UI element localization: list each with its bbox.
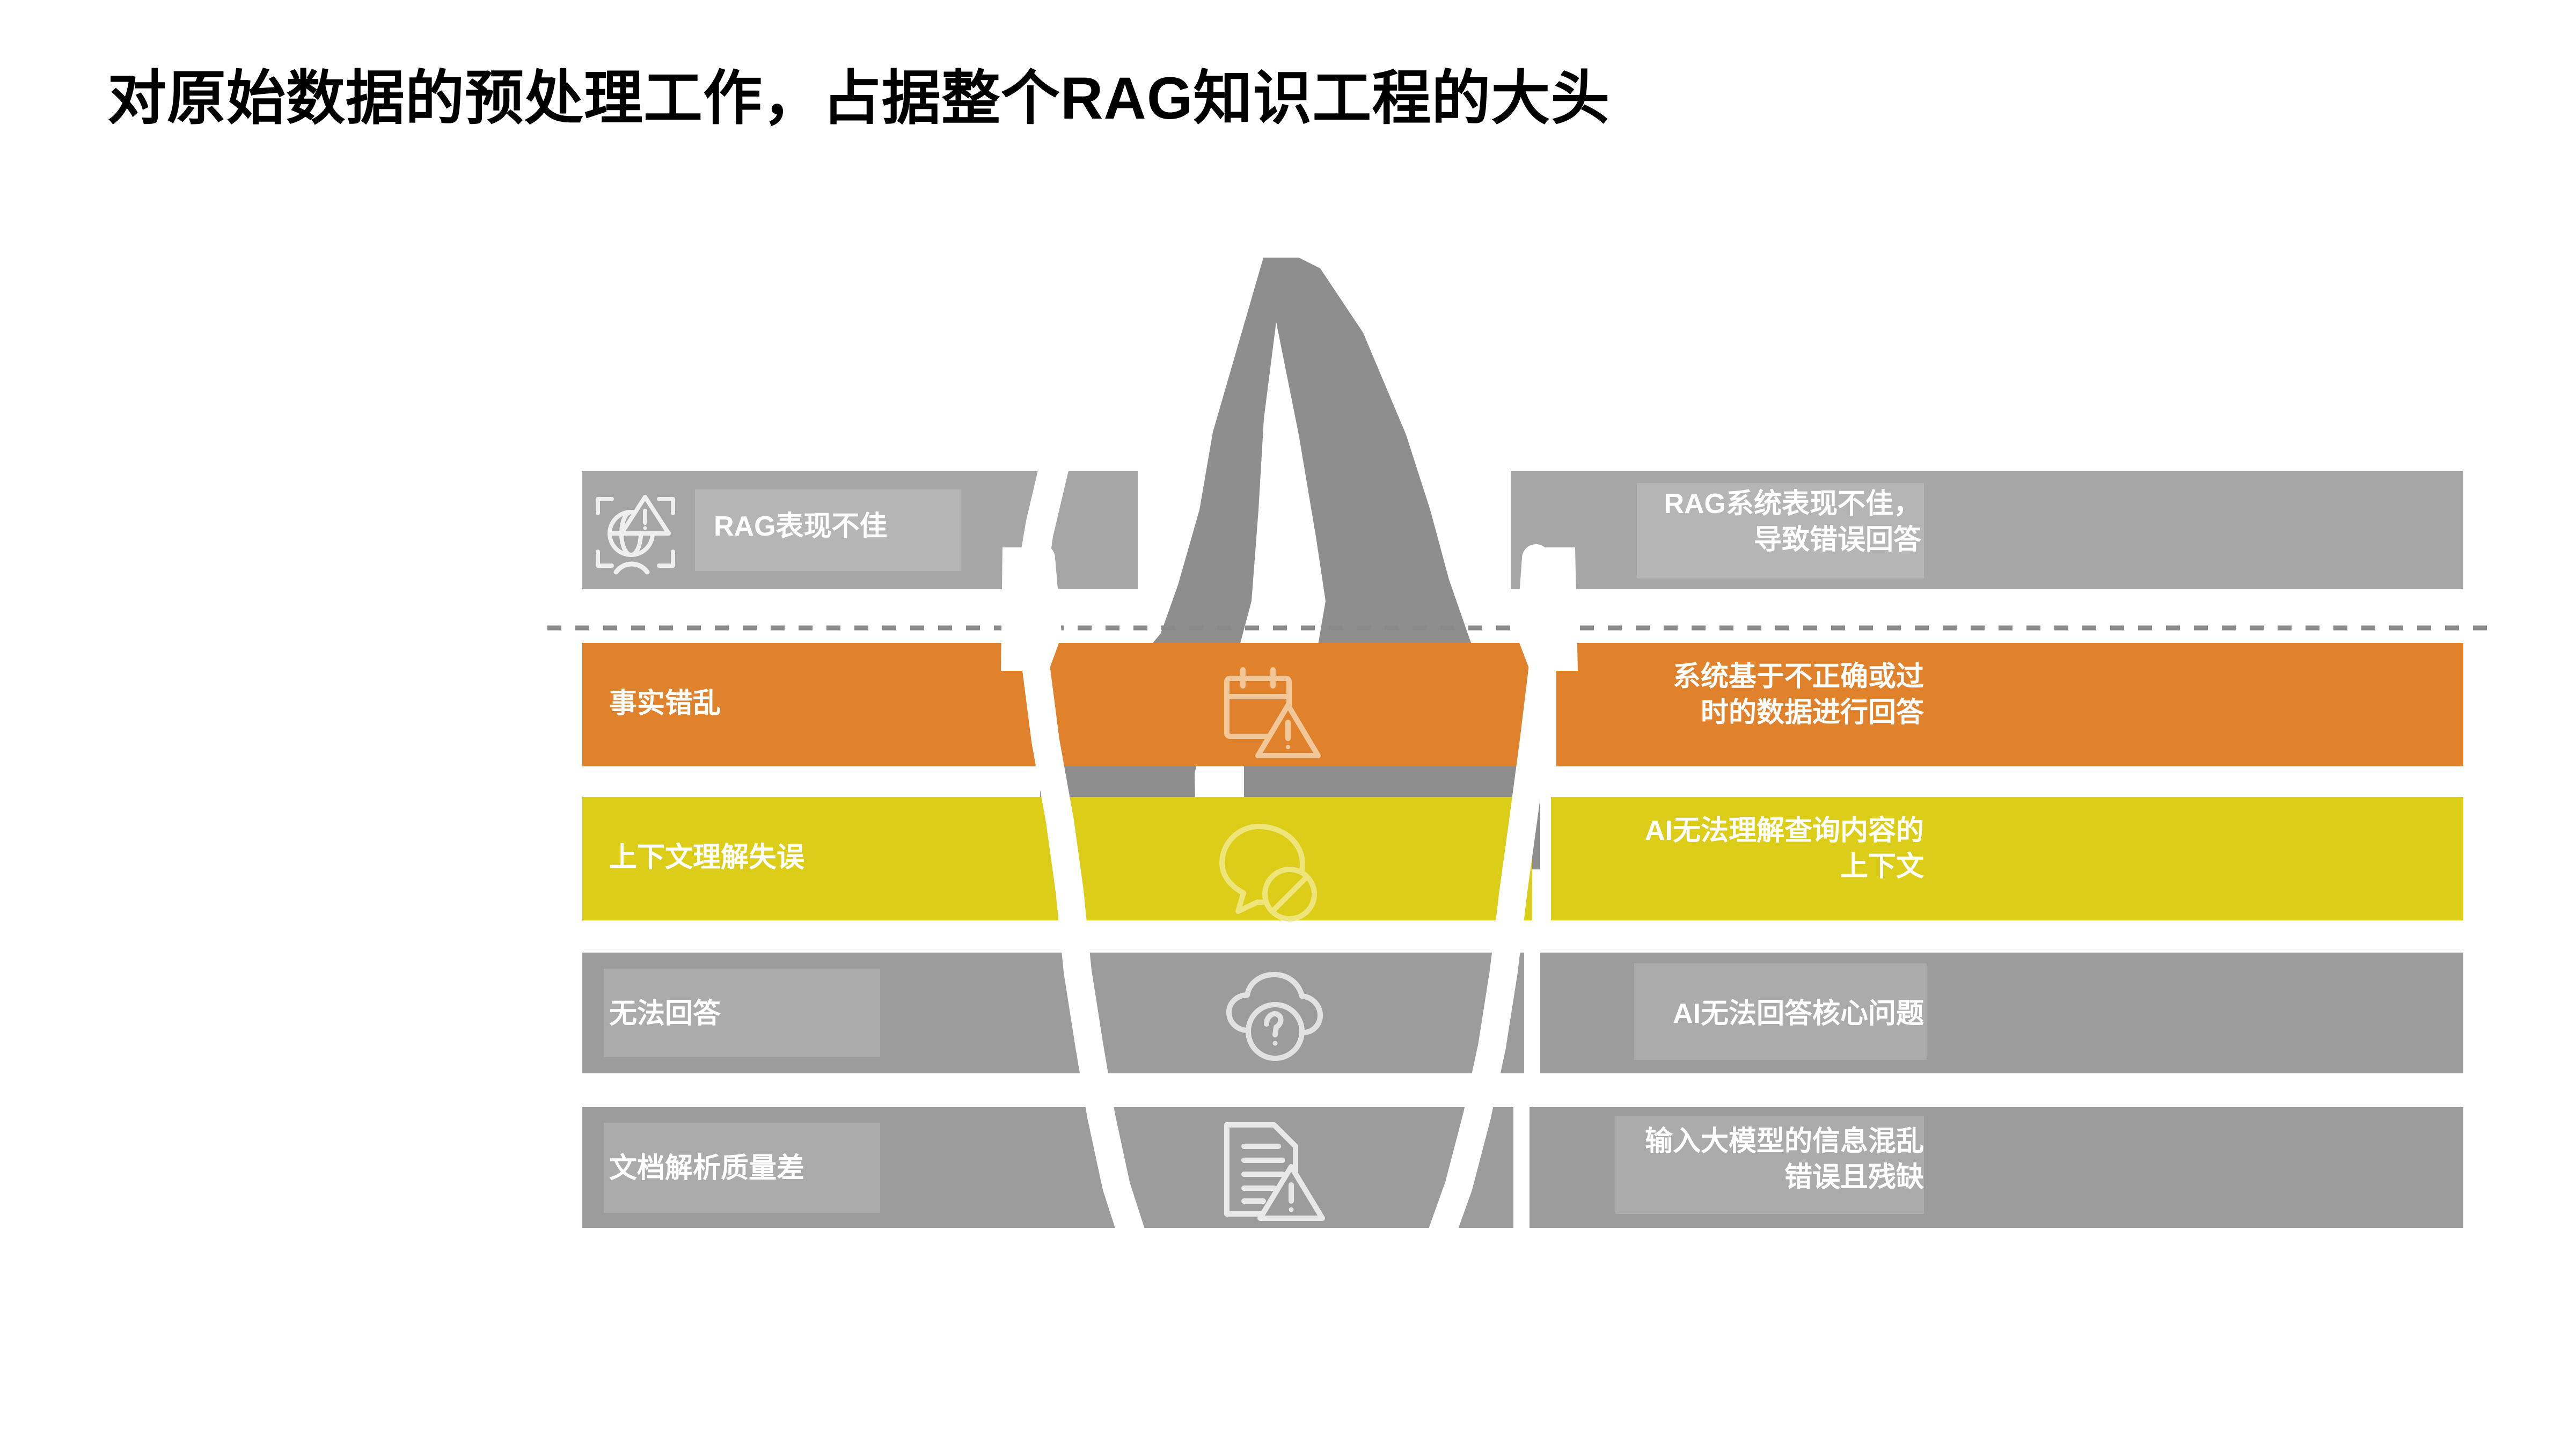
band-doc-parsing-right-label: 输入大模型的信息混乱 错误且残缺 — [1644, 1126, 1924, 1193]
iceberg-diagram: RAG表现不佳 RAG系统表现不佳， 导致错误回答 事实错乱 系统基于不正确或过… — [0, 258, 2576, 1374]
band-context-error-right-label: AI无法理解查询内容的 上下文 — [1644, 815, 1924, 882]
globe-warning-icon — [596, 495, 675, 575]
cloud-question-icon — [1226, 972, 1323, 1061]
band-rag-performance-left-label: RAG表现不佳 — [714, 511, 888, 542]
page-title: 对原始数据的预处理工作，占据整个RAG知识工程的大头 — [107, 65, 1611, 131]
band-doc-parsing-left-label: 文档解析质量差 — [609, 1153, 805, 1184]
document-warning-icon — [1224, 1122, 1325, 1221]
band-fact-error-right-label: 系统基于不正确或过 时的数据进行回答 — [1672, 661, 1924, 728]
band-context-error-left-label: 上下文理解失误 — [609, 842, 805, 873]
band-fact-error-left-label: 事实错乱 — [609, 688, 721, 719]
band-cannot-answer-left-label: 无法回答 — [609, 998, 721, 1029]
iceberg-contour-mask — [569, 544, 2496, 1374]
band-cannot-answer-right-label: AI无法回答核心问题 — [1672, 998, 1924, 1029]
band-doc-parsing[interactable] — [582, 1107, 2463, 1228]
calendar-warning-icon — [1224, 667, 1321, 758]
chat-blocked-icon — [1219, 824, 1317, 921]
band-rag-performance-right-label: RAG系统表现不佳， 导致错误回答 — [1664, 488, 1921, 555]
